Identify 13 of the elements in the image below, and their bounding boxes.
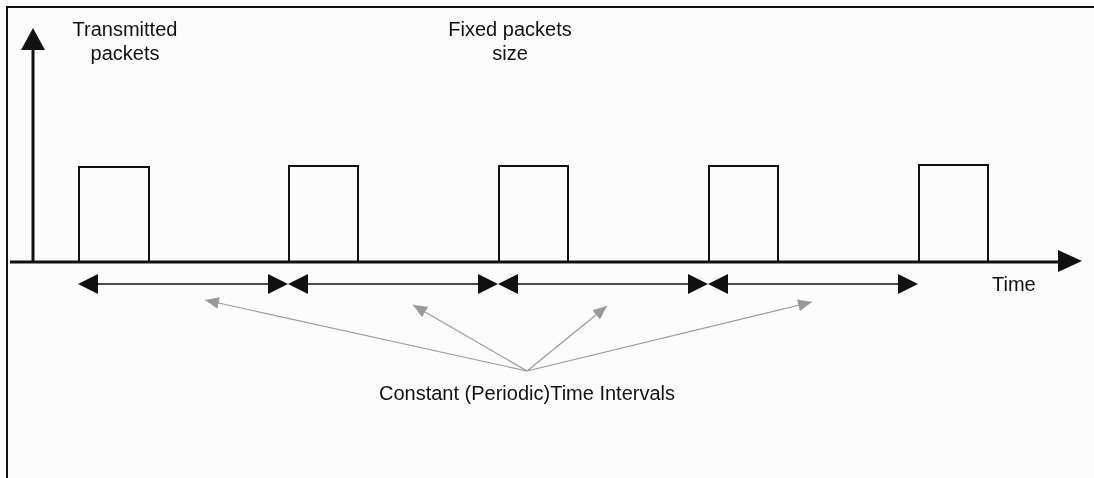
leader-arrow [526, 299, 813, 372]
annotation-text: Fixed packets size [447, 17, 573, 65]
packet-box [918, 164, 989, 263]
packet-box [288, 165, 359, 263]
caption-text: Constant (Periodic)Time Intervals [378, 381, 676, 405]
axis-label: Time [992, 272, 1037, 296]
leader-arrow [412, 304, 528, 372]
packet-box [498, 165, 569, 263]
axis-label: Transmitted packets [71, 17, 179, 65]
packet-box [708, 165, 779, 263]
packet-box [78, 166, 150, 263]
leader-arrow [204, 297, 528, 372]
leader-arrow [526, 305, 608, 372]
